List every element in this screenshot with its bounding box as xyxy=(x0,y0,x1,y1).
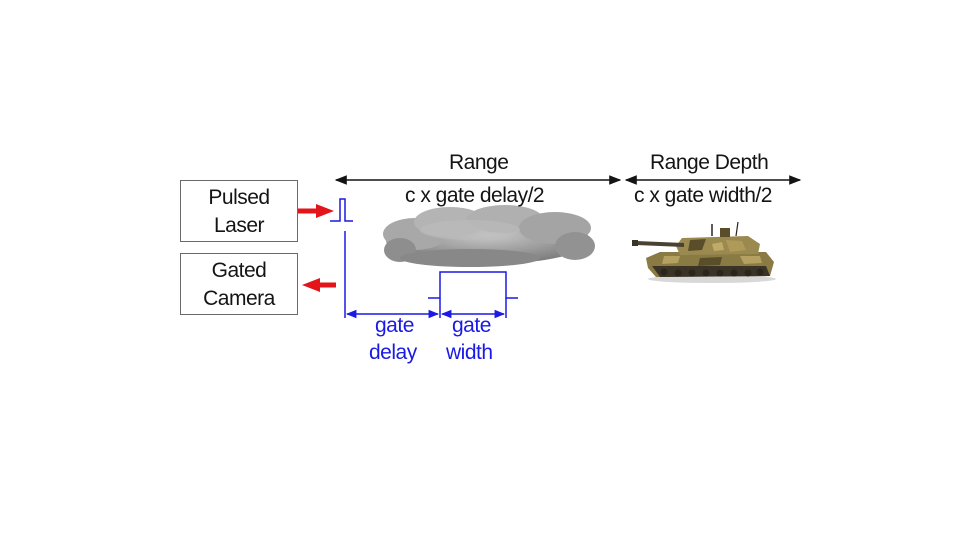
gate-width-label-line1: gate xyxy=(452,314,491,337)
gate-delay-label-line1: gate xyxy=(375,314,414,337)
pulsed-laser-box: Pulsed Laser xyxy=(180,180,298,242)
range-title: Range xyxy=(449,151,509,174)
red-arrow-icon xyxy=(302,278,336,292)
range-depth-formula: c x gate width/2 xyxy=(634,184,772,207)
gate-pulse-icon xyxy=(428,271,518,299)
range-depth-title: Range Depth xyxy=(650,151,769,174)
red-arrow-icon xyxy=(298,204,334,218)
pulsed-laser-label-line1: Pulsed xyxy=(208,186,270,209)
cloud-icon xyxy=(383,205,595,267)
gate-delay-label-line2: delay xyxy=(369,341,417,364)
pulsed-laser-label-line2: Laser xyxy=(213,214,265,237)
gate-width-label-line2: width xyxy=(446,341,493,364)
gated-camera-label-line2: Camera xyxy=(203,287,275,310)
gated-camera-label-line1: Gated xyxy=(211,259,267,282)
range-formula: c x gate delay/2 xyxy=(405,184,545,207)
pulse-icon xyxy=(330,198,353,222)
gated-camera-box: Gated Camera xyxy=(180,253,298,315)
tank-icon xyxy=(632,221,776,283)
